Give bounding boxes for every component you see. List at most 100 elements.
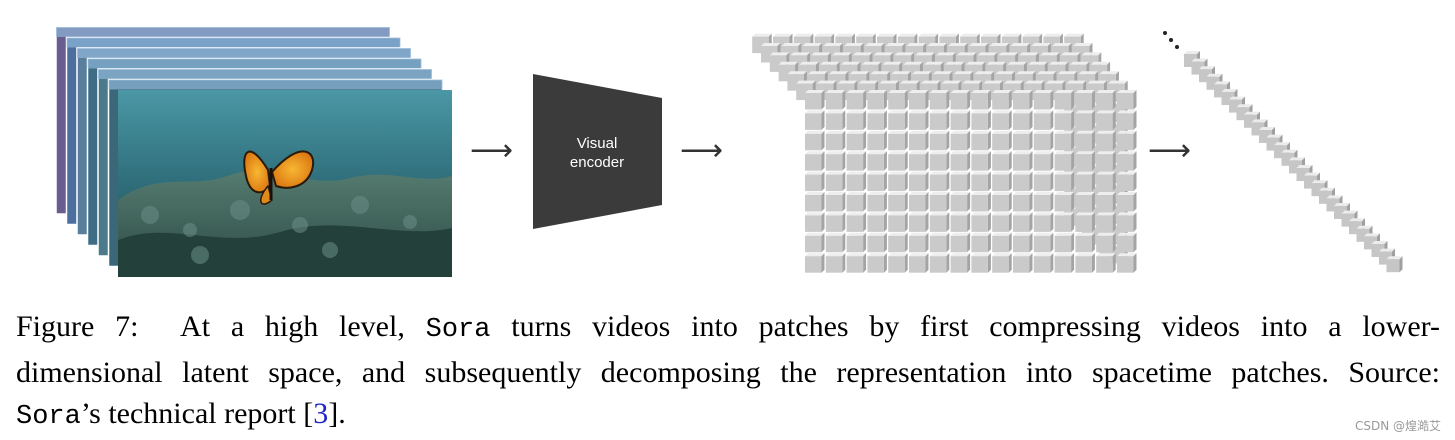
patch <box>825 151 846 171</box>
patch <box>1013 110 1033 130</box>
patch <box>805 212 825 232</box>
patch <box>825 90 846 110</box>
patch <box>1096 253 1116 273</box>
patch <box>867 192 887 212</box>
patch <box>867 151 887 171</box>
patch <box>1096 130 1116 151</box>
patch <box>1075 130 1095 151</box>
patch-cube <box>752 33 1137 273</box>
patch <box>992 171 1012 192</box>
patch <box>909 192 929 212</box>
patch <box>1013 130 1033 151</box>
patch <box>888 171 908 192</box>
patch <box>971 232 991 253</box>
patch <box>1033 212 1054 232</box>
patch <box>1075 253 1095 273</box>
patch <box>888 232 908 253</box>
patch <box>825 130 846 151</box>
patch <box>1117 232 1137 253</box>
patch <box>1096 171 1116 192</box>
patch <box>1033 171 1054 192</box>
patch <box>825 212 846 232</box>
patch <box>1054 232 1075 253</box>
patch <box>1075 110 1095 130</box>
patch <box>1096 192 1116 212</box>
figure: ⟶ ⟶ ⟶ Visual encoder <box>55 26 1403 277</box>
patch <box>909 151 929 171</box>
patch <box>867 212 887 232</box>
patch <box>1054 171 1075 192</box>
caption-line-2: dimensional latent space, and subsequent… <box>16 355 1440 389</box>
encoder-label-line2: encoder <box>570 154 624 171</box>
patch <box>1033 192 1054 212</box>
butterfly-icon <box>243 150 315 205</box>
patch <box>1386 256 1403 273</box>
patch <box>846 171 867 192</box>
patch <box>805 171 825 192</box>
patch <box>1096 151 1116 171</box>
patch <box>805 232 825 253</box>
figure-caption: Figure 7: At a high level, Sora turns vi… <box>16 306 1440 439</box>
patch <box>950 192 971 212</box>
patch <box>950 171 971 192</box>
sora-mono: Sora <box>16 402 81 432</box>
patch <box>971 130 991 151</box>
patch <box>825 253 846 273</box>
patch <box>1013 232 1033 253</box>
patch <box>1075 192 1095 212</box>
patch <box>825 192 846 212</box>
patch <box>1013 253 1033 273</box>
patch <box>805 130 825 151</box>
patch <box>846 212 867 232</box>
patch <box>929 110 950 130</box>
patch <box>1013 192 1033 212</box>
patch <box>950 212 971 232</box>
patch <box>1033 253 1054 273</box>
patch <box>805 151 825 171</box>
patch <box>846 253 867 273</box>
patch-sequence <box>1163 31 1403 273</box>
patch <box>929 90 950 110</box>
patch <box>992 253 1012 273</box>
patch <box>825 110 846 130</box>
patch <box>992 130 1012 151</box>
patch <box>909 232 929 253</box>
patch <box>867 90 887 110</box>
patch <box>1033 151 1054 171</box>
patch <box>950 151 971 171</box>
patch <box>1096 232 1116 253</box>
patch <box>929 130 950 151</box>
caption-line-1: Figure 7: At a high level, Sora turns vi… <box>16 306 1440 352</box>
patch <box>909 253 929 273</box>
patch <box>1117 90 1137 110</box>
patch <box>1033 130 1054 151</box>
patch <box>971 192 991 212</box>
patch <box>888 110 908 130</box>
patch <box>888 212 908 232</box>
patch <box>1054 110 1075 130</box>
patch <box>1013 171 1033 192</box>
patch <box>1013 151 1033 171</box>
caption-text: At a high level, <box>180 310 405 343</box>
patch <box>1054 130 1075 151</box>
patch <box>950 253 971 273</box>
patch <box>1054 151 1075 171</box>
patch <box>1054 192 1075 212</box>
patch <box>992 192 1012 212</box>
right-arrow-icon: ⟶ <box>680 133 723 168</box>
patch <box>888 192 908 212</box>
patch <box>1075 171 1095 192</box>
patch <box>846 232 867 253</box>
patch <box>1117 130 1137 151</box>
patch <box>950 110 971 130</box>
patch <box>1013 90 1033 110</box>
encoder-label-line1: Visual <box>577 135 618 152</box>
patch <box>1013 212 1033 232</box>
patch <box>909 212 929 232</box>
patch <box>1117 253 1137 273</box>
citation-link[interactable]: 3 <box>313 397 329 430</box>
patch <box>929 192 950 212</box>
patch <box>1075 212 1095 232</box>
patch <box>888 253 908 273</box>
patch <box>1075 151 1095 171</box>
